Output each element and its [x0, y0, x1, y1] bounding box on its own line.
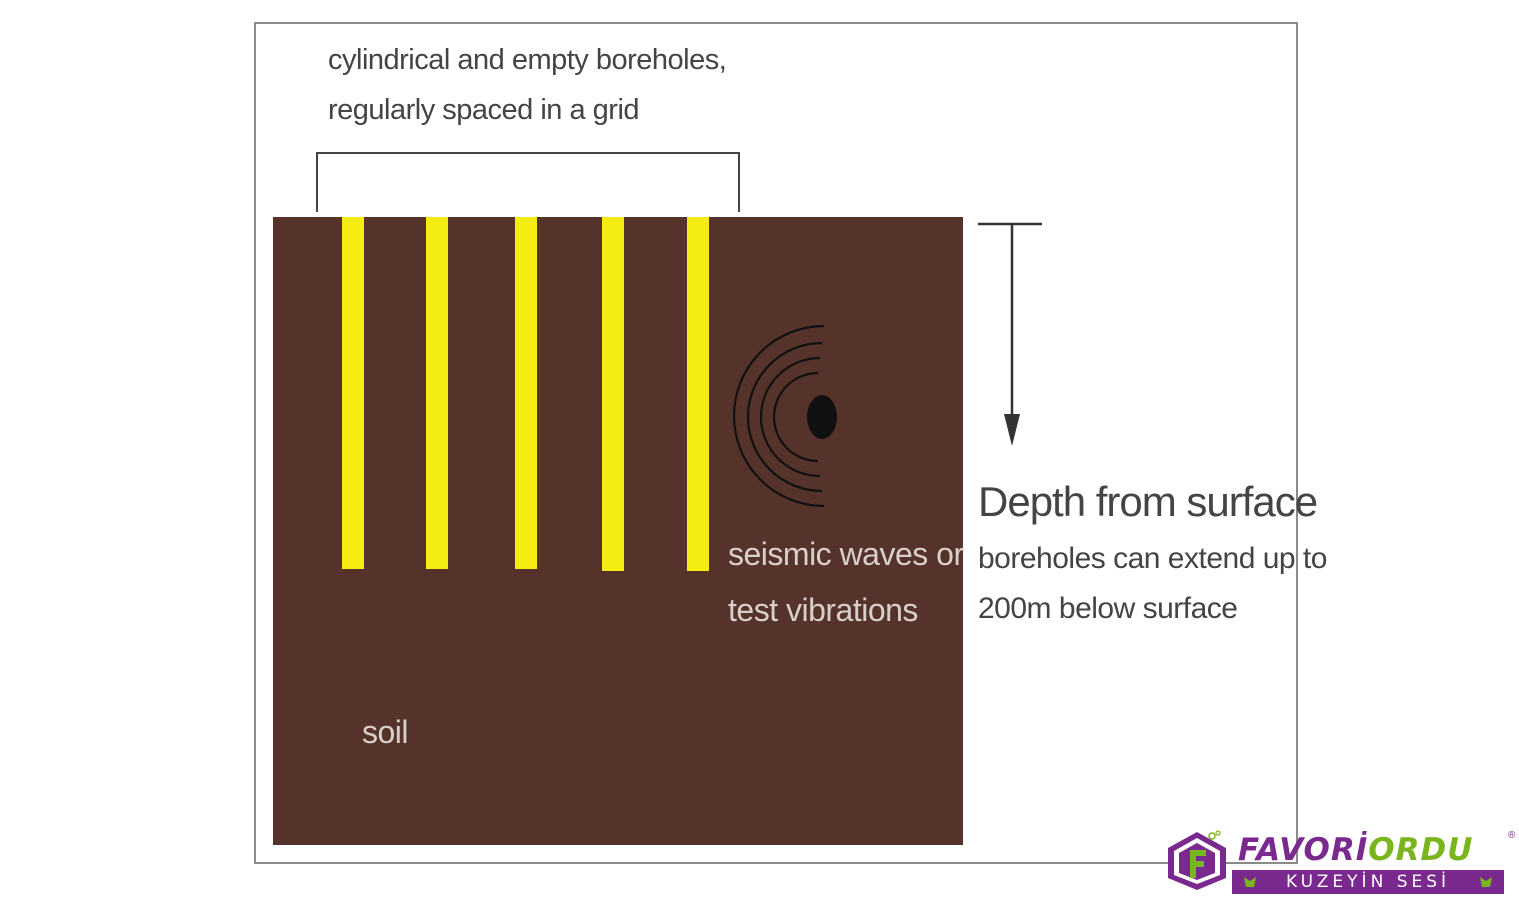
borehole [426, 217, 448, 569]
wave-arc [732, 324, 825, 508]
wave-arc [759, 356, 821, 478]
borehole [515, 217, 537, 569]
logo-tagline-bar: KUZEYİN SESİ [1232, 870, 1504, 894]
favoriordu-logo: FAVORİORDU ® KUZEYİN SESİ [1160, 826, 1516, 896]
seismic-caption-line1: seismic waves or [728, 536, 964, 572]
hazelnut-icon [1480, 877, 1492, 887]
hazelnut-icon [1244, 877, 1256, 887]
depth-caption-line2: 200m below surface [978, 592, 1238, 625]
depth-arrow-icon [978, 222, 1042, 446]
borehole [602, 217, 624, 571]
logo-tagline: KUZEYİN SESİ [1285, 872, 1451, 892]
boreholes-bracket [316, 152, 740, 212]
depth-caption-line1: boreholes can extend up to [978, 542, 1327, 575]
boreholes-caption-line1: cylindrical and empty boreholes, [328, 44, 727, 76]
seismic-source-dot [807, 395, 837, 439]
logo-emblem-icon [1168, 830, 1226, 890]
depth-title: Depth from surface [978, 478, 1318, 525]
wave-arc [746, 341, 823, 493]
logo-brand: FAVORİORDU [1238, 832, 1473, 868]
logo-registered-mark: ® [1508, 830, 1516, 841]
seismic-caption-line2: test vibrations [728, 592, 918, 628]
logo-brand-part-b: ORDU [1368, 832, 1474, 868]
borehole [687, 217, 709, 571]
borehole [342, 217, 364, 569]
logo-brand-part-a: FAVORİ [1238, 832, 1369, 868]
seismic-waves-icon [732, 324, 825, 508]
wave-arc [772, 371, 819, 463]
soil-caption: soil [362, 714, 409, 750]
boreholes-caption-line2: regularly spaced in a grid [328, 94, 640, 126]
